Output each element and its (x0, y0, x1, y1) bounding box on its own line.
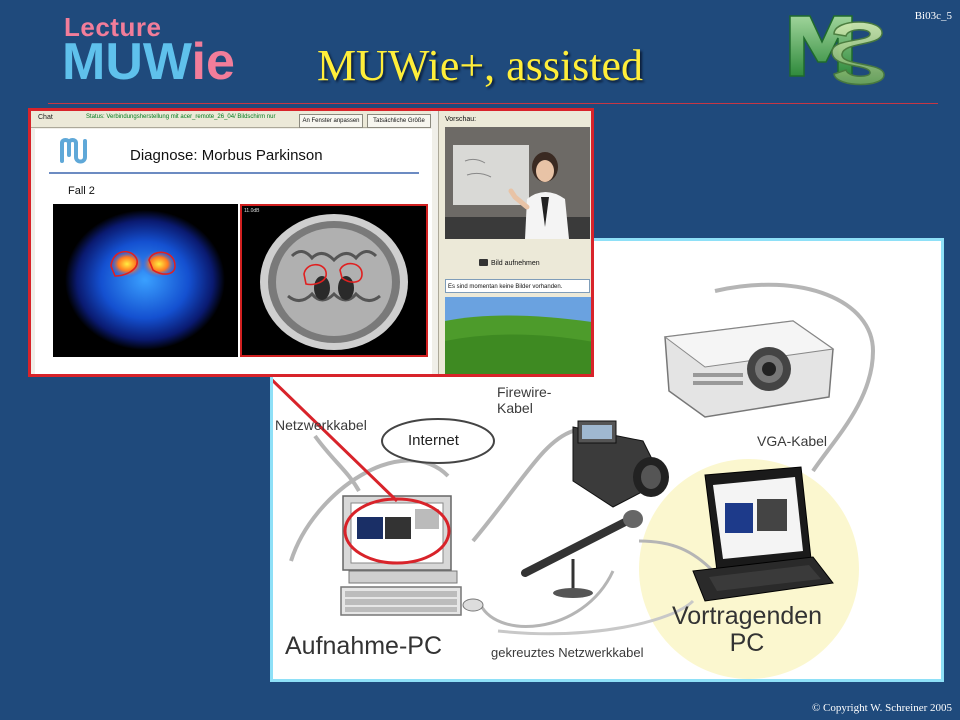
preview-label: Vorschau: (445, 116, 477, 123)
label-vortragenden-pc: Vortragenden PC (647, 603, 847, 657)
presenter-laptop-icon (692, 466, 834, 602)
copyright-footer: © Copyright W. Schreiner 2005 (811, 702, 952, 714)
capture-image-label: Bild aufnehmen (491, 260, 540, 267)
remote-slide-case: Fall 2 (68, 185, 95, 197)
logo-muwie-text: MUWie (62, 36, 235, 88)
label-vortragenden-line1: Vortragenden (671, 602, 823, 630)
projector-icon (663, 320, 835, 418)
remote-slide-title: Diagnose: Morbus Parkinson (130, 147, 323, 164)
label-vga-kabel: VGA-Kabel (757, 433, 828, 449)
actual-size-button[interactable]: Tatsächliche Größe (367, 114, 431, 128)
label-firewire-1: Firewire- (497, 384, 552, 400)
camera-icon (479, 259, 488, 266)
fit-window-button[interactable]: An Fenster anpassen (299, 114, 363, 128)
setup-diagram-graphics (273, 282, 876, 679)
pet-scan-image (53, 204, 238, 357)
microphone-icon (521, 510, 643, 598)
mri-tag: 11.0dB (244, 208, 260, 214)
logo-muwie-part-b: ie (191, 33, 235, 91)
label-netzwerkkabel: Netzwerkkabel (275, 417, 367, 433)
capture-image-button[interactable]: Bild aufnehmen (479, 259, 540, 267)
inset-sidebar: Vorschau: Bild aufnehmen Es sind momenta… (438, 111, 591, 374)
setup-diagram: Netzwerkkabel Internet Firewire- Kabel V… (270, 238, 944, 682)
mw-logo-icon (60, 138, 87, 164)
label-aufnahme-pc: Aufnahme-PC (285, 632, 443, 660)
label-internet: Internet (408, 432, 459, 449)
mh-logo-icon (789, 15, 885, 86)
recording-pc-icon (340, 495, 484, 616)
logo-muwie-part-a: MUW (62, 33, 192, 91)
mri-scan-image: 11.0dB (240, 204, 428, 357)
slide-title: MUWie+, assisted (316, 41, 644, 90)
captured-images-list: Es sind momentan keine Bilder vorhanden. (445, 279, 590, 293)
slide-id: Bi03c_5 (914, 10, 952, 22)
remote-slide: Diagnose: Morbus Parkinson Fall 2 (35, 129, 432, 374)
label-vortragenden-line2: PC (729, 629, 765, 657)
desktop-wallpaper-image (445, 297, 591, 374)
chat-tab[interactable]: Chat (38, 114, 53, 121)
status-text: Status: Verbindungsherstellung mit acer_… (86, 114, 276, 120)
logo-lecture-text: Lecture (64, 12, 162, 42)
camcorder-icon (572, 420, 669, 508)
remote-slide-divider (49, 172, 419, 174)
video-preview-image (445, 127, 590, 239)
label-firewire-2: Kabel (497, 400, 533, 416)
screenshot-inset: Chat Status: Verbindungsherstellung mit … (28, 108, 594, 377)
header-divider (48, 103, 938, 104)
label-gekreuztes-netzwerkkabel: gekreuztes Netzwerkkabel (491, 645, 644, 660)
